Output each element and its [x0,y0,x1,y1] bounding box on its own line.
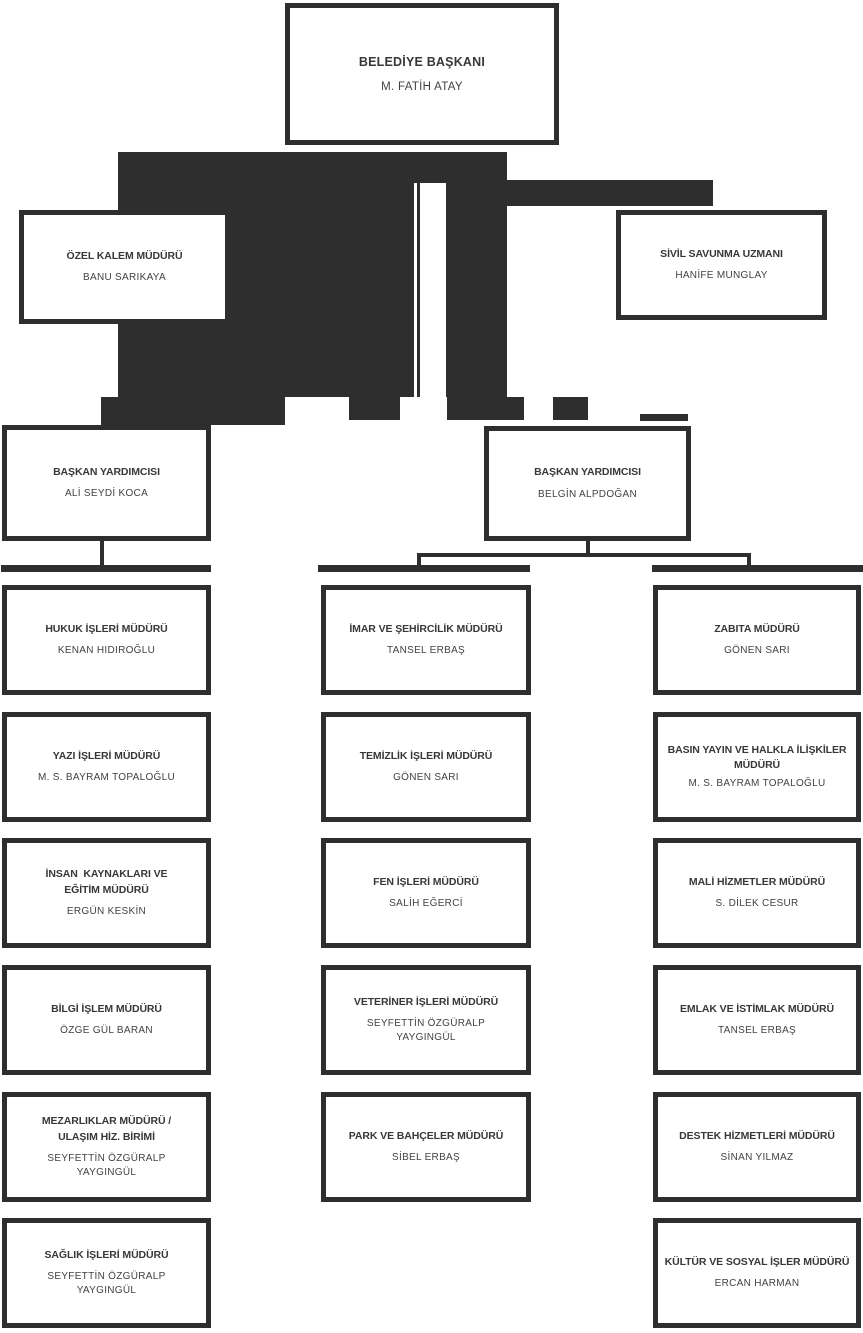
connector-bar-right [652,565,863,572]
connector-deputy2-drop [586,541,590,555]
node-mali-hizmetler-muduru[interactable]: MALİ HİZMETLER MÜDÜRÜ S. DİLEK CESUR [653,838,861,948]
connector-stub-4 [553,397,588,420]
node-ozel-kalem-muduru[interactable]: ÖZEL KALEM MÜDÜRÜ BANU SARIKAYA [19,210,230,324]
connector-stub-bar-small [640,414,688,421]
node-title: BAŞKAN YARDIMCISI [534,466,641,479]
node-title: İMAR VE ŞEHİRCİLİK MÜDÜRÜ [349,622,503,635]
node-title: ÖZEL KALEM MÜDÜRÜ [66,249,183,262]
node-person-name: M. S. BAYRAM TOPALOĞLU [37,772,175,784]
node-title: VETERİNER İŞLERİ MÜDÜRÜ [353,995,499,1008]
node-person-name: SİNAN YILMAZ [720,1152,794,1164]
connector-stub-1 [101,397,285,425]
node-person-name: BELGİN ALPDOĞAN [538,488,637,500]
connector-stub-2 [349,397,400,420]
node-person-name: GÖNEN SARI [724,645,790,657]
node-title: SİVİL SAVUNMA UZMANI [660,247,783,260]
node-title: BİLGİ İŞLEM MÜDÜRÜ [51,1002,162,1015]
connector-hline-stub-left [417,553,421,566]
node-title: PARK VE BAHÇELER MÜDÜRÜ [348,1129,504,1142]
node-title: İNSAN KAYNAKLARI VE EĞİTİM MÜDÜRÜ [45,868,168,896]
node-title: TEMİZLİK İŞLERİ MÜDÜRÜ [359,749,493,762]
connector-deputy1-drop [100,541,104,566]
node-yazi-isleri-muduru[interactable]: YAZI İŞLERİ MÜDÜRÜ M. S. BAYRAM TOPALOĞL… [2,712,211,822]
node-hukuk-isleri-muduru[interactable]: HUKUK İŞLERİ MÜDÜRÜ KENAN HIDIROĞLU [2,585,211,695]
connector-stub-3 [447,397,524,420]
node-insan-kaynaklari-muduru[interactable]: İNSAN KAYNAKLARI VE EĞİTİM MÜDÜRÜ ERGÜN … [2,838,211,948]
node-emlak-istimlak-muduru[interactable]: EMLAK VE İSTİMLAK MÜDÜRÜ TANSEL ERBAŞ [653,965,861,1075]
node-person-name: GÖNEN SARI [393,772,459,784]
node-kultur-sosyal-isler-muduru[interactable]: KÜLTÜR VE SOSYAL İŞLER MÜDÜRÜ ERCAN HARM… [653,1218,861,1328]
node-person-name: BANU SARIKAYA [83,272,166,284]
connector-hline [417,553,751,557]
connector-trunk-slot-line [417,183,420,397]
node-fen-isleri-muduru[interactable]: FEN İŞLERİ MÜDÜRÜ SALİH EĞERCİ [321,838,531,948]
node-person-name: M. S. BAYRAM TOPALOĞLU [688,778,826,790]
node-baskan-yardimcisi-2[interactable]: BAŞKAN YARDIMCISI BELGİN ALPDOĞAN [484,426,691,541]
node-title: EMLAK VE İSTİMLAK MÜDÜRÜ [680,1002,834,1015]
node-person-name: SEYFETTİN ÖZGÜRALP YAYGINGÜL [47,1271,166,1297]
node-baskan-yardimcisi-1[interactable]: BAŞKAN YARDIMCISI ALİ SEYDİ KOCA [2,425,211,541]
connector-bar-middle [318,565,530,572]
node-person-name: ERGÜN KESKİN [66,905,147,917]
node-person-name: ALİ SEYDİ KOCA [64,488,149,500]
node-person-name: TANSEL ERBAŞ [386,645,466,657]
node-person-name: ÖZGE GÜL BARAN [60,1025,153,1037]
node-sivil-savunma-uzmani[interactable]: SİVİL SAVUNMA UZMANI HANİFE MUNGLAY [616,210,827,320]
node-park-bahceler-muduru[interactable]: PARK VE BAHÇELER MÜDÜRÜ SİBEL ERBAŞ [321,1092,531,1202]
node-bilgi-islem-muduru[interactable]: BİLGİ İŞLEM MÜDÜRÜ ÖZGE GÜL BARAN [2,965,211,1075]
node-temizlik-isleri-muduru[interactable]: TEMİZLİK İŞLERİ MÜDÜRÜ GÖNEN SARI [321,712,531,822]
node-basin-yayin-muduru[interactable]: BASIN YAYIN VE HALKLA İLİŞKİLER MÜDÜRÜ M… [653,712,861,822]
node-belediye-baskani[interactable]: BELEDİYE BAŞKANI M. FATİH ATAY [285,3,559,145]
node-person-name: S. DİLEK CESUR [715,898,799,910]
node-title: ZABITA MÜDÜRÜ [714,622,800,635]
node-person-name: SİBEL ERBAŞ [392,1152,460,1164]
node-person-name: ERCAN HARMAN [714,1278,800,1290]
node-title: MEZARLIKLAR MÜDÜRÜ / ULAŞIM HİZ. BİRİMİ [41,1115,172,1143]
node-destek-hizmetleri-muduru[interactable]: DESTEK HİZMETLERİ MÜDÜRÜ SİNAN YILMAZ [653,1092,861,1202]
node-person-name: KENAN HIDIROĞLU [57,645,156,657]
node-zabita-muduru[interactable]: ZABITA MÜDÜRÜ GÖNEN SARI [653,585,861,695]
connector-hline-stub-right [747,553,751,566]
node-person-name: TANSEL ERBAŞ [717,1025,797,1037]
node-person-name: SEYFETTİN ÖZGÜRALP YAYGINGÜL [47,1152,166,1178]
connector-bar-left [1,565,211,572]
node-title: HUKUK İŞLERİ MÜDÜRÜ [45,622,168,635]
node-title: YAZI İŞLERİ MÜDÜRÜ [52,749,161,762]
connector-branch-right [507,180,713,206]
node-saglik-isleri-muduru[interactable]: SAĞLIK İŞLERİ MÜDÜRÜ SEYFETTİN ÖZGÜRALP … [2,1218,211,1328]
node-title: DESTEK HİZMETLERİ MÜDÜRÜ [679,1129,835,1142]
node-person-name: SALİH EĞERCİ [389,898,463,910]
node-veteriner-isleri-muduru[interactable]: VETERİNER İŞLERİ MÜDÜRÜ SEYFETTİN ÖZGÜRA… [321,965,531,1075]
node-title: SAĞLIK İŞLERİ MÜDÜRÜ [44,1248,169,1261]
node-mezarliklar-muduru[interactable]: MEZARLIKLAR MÜDÜRÜ / ULAŞIM HİZ. BİRİMİ … [2,1092,211,1202]
node-imar-sehircilik-muduru[interactable]: İMAR VE ŞEHİRCİLİK MÜDÜRÜ TANSEL ERBAŞ [321,585,531,695]
node-person-name: M. FATİH ATAY [381,80,463,93]
node-person-name: SEYFETTİN ÖZGÜRALP YAYGINGÜL [366,1018,486,1044]
node-title: KÜLTÜR VE SOSYAL İŞLER MÜDÜRÜ [664,1255,850,1268]
node-title: BAŞKAN YARDIMCISI [53,465,160,478]
node-title: BASIN YAYIN VE HALKLA İLİŞKİLER MÜDÜRÜ [667,743,847,771]
node-person-name: HANİFE MUNGLAY [675,270,768,282]
node-title: FEN İŞLERİ MÜDÜRÜ [373,875,479,888]
node-title: BELEDİYE BAŞKANI [358,55,486,70]
node-title: MALİ HİZMETLER MÜDÜRÜ [688,875,826,888]
